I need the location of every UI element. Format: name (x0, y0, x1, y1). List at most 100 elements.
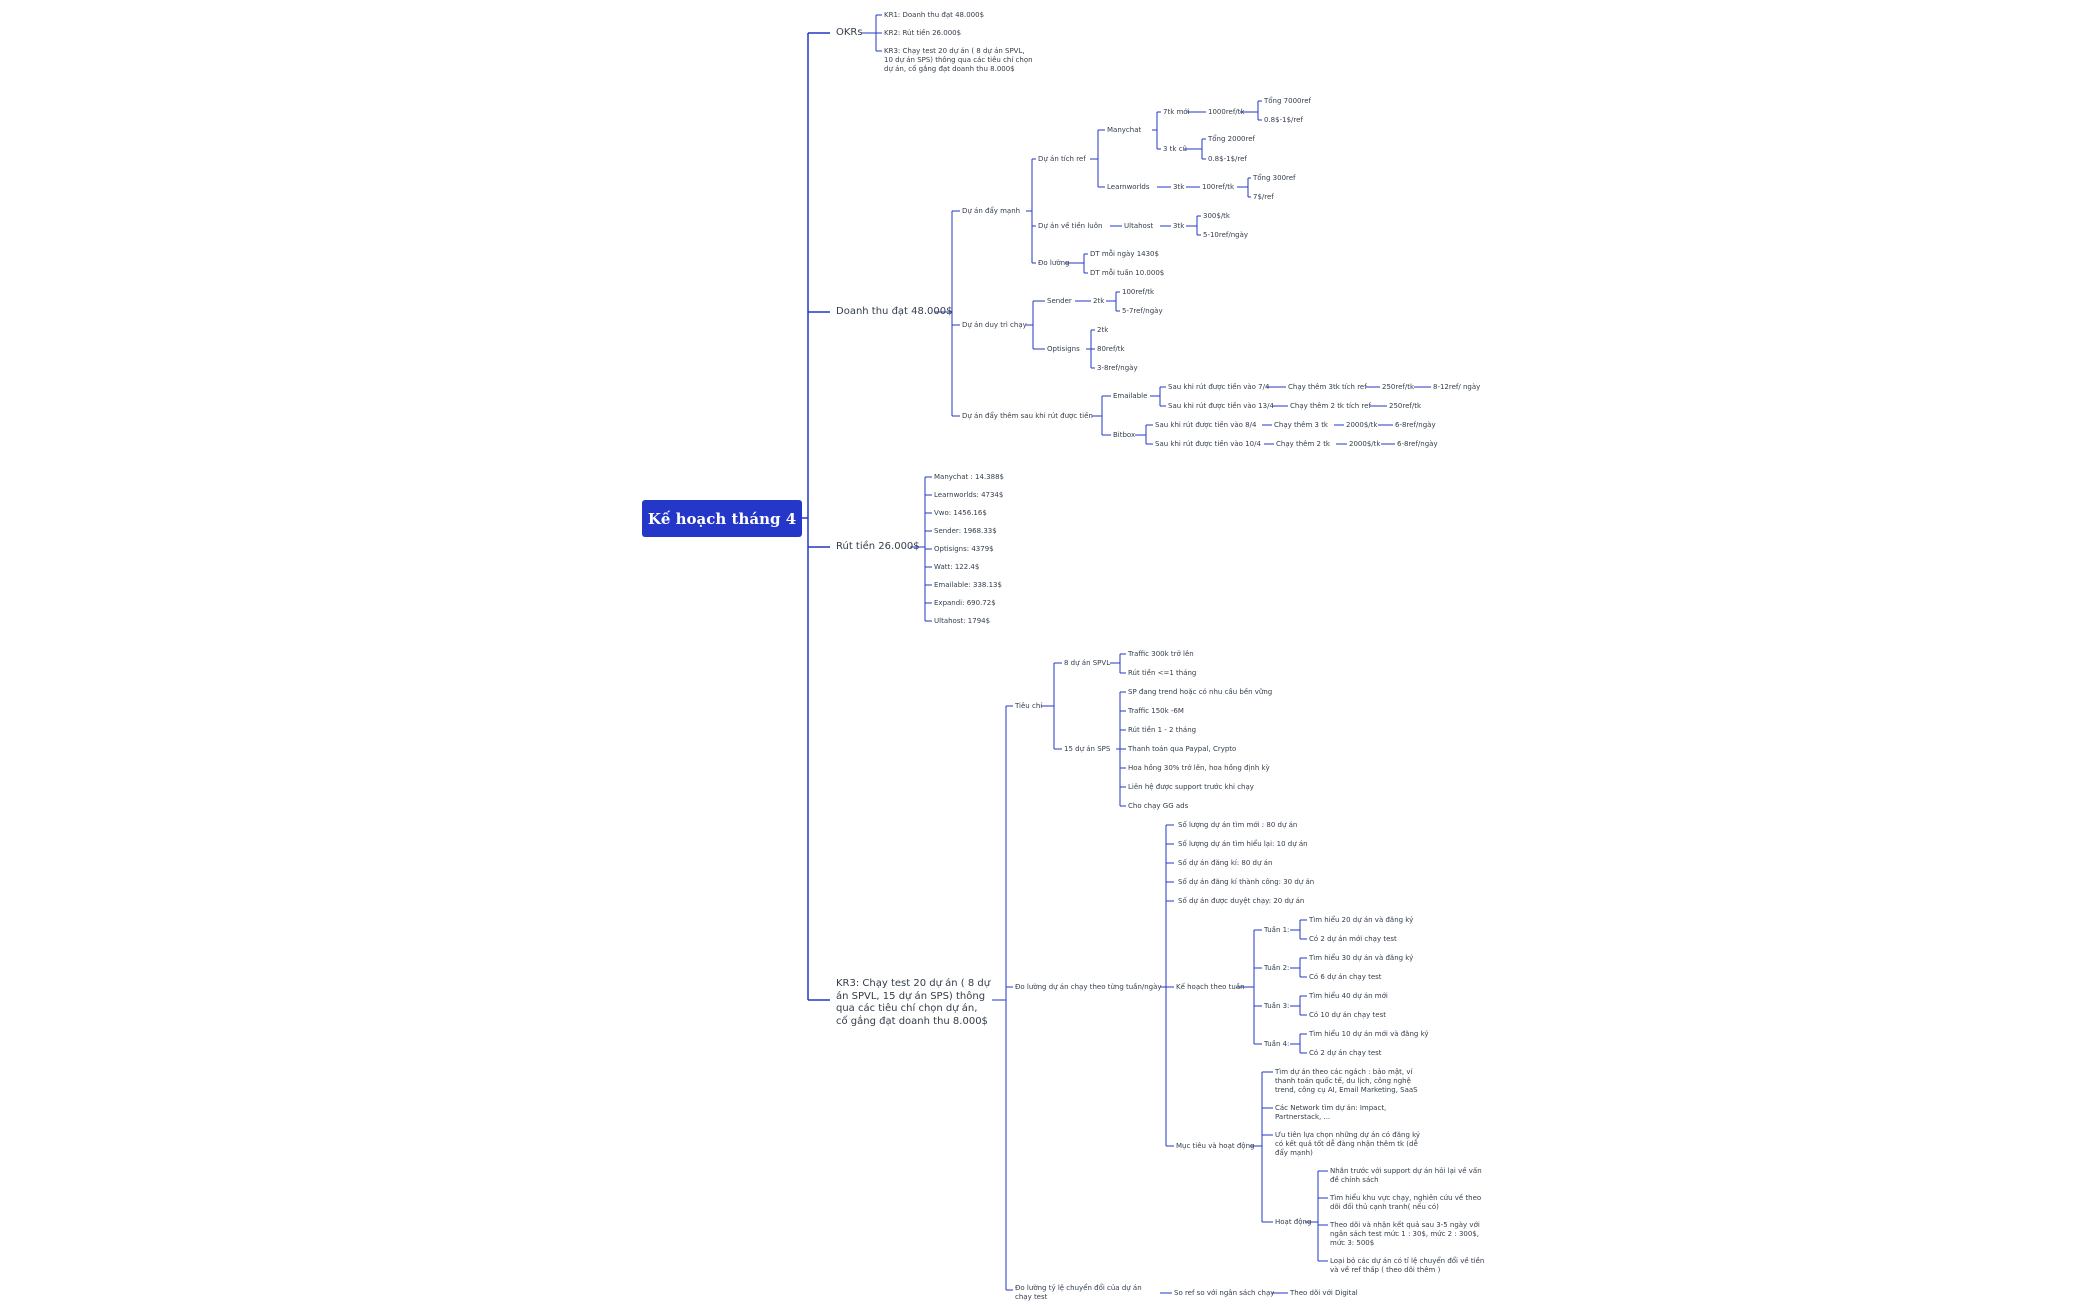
node-manychat-new[interactable]: 7tk mới (1163, 108, 1190, 116)
node-ultahost-tk[interactable]: 3tk (1173, 222, 1185, 230)
node-manychat-old[interactable]: 3 tk cũ (1163, 145, 1187, 153)
node-emailable-b[interactable]: Sau khi rút được tiền vào 13/4 (1168, 402, 1274, 410)
node-sps[interactable]: 15 dự án SPS (1064, 745, 1111, 753)
node-kr2[interactable]: KR2: Rút tiền 26.000$ (884, 29, 962, 37)
spvl-item[interactable]: Rút tiền <=1 tháng (1128, 669, 1197, 677)
node-manychat-old-total[interactable]: Tổng 2000ref (1208, 135, 1255, 143)
node-spvl[interactable]: 8 dự án SPVL (1064, 659, 1111, 667)
count-item[interactable]: Số dự án đăng kí thành công: 30 dự án (1178, 878, 1315, 886)
node-bitbox-a[interactable]: Sau khi rút được tiền vào 8/4 (1155, 421, 1257, 429)
withdraw-item[interactable]: Ultahost: 1794$ (934, 617, 991, 625)
node-emailable-a-ref[interactable]: 250ref/tk (1382, 383, 1415, 391)
node-recurring[interactable]: Dự án về tiền luôn (1038, 222, 1103, 230)
node-criteria[interactable]: Tiêu chí (1015, 702, 1043, 710)
spvl-item[interactable]: Traffic 300k trở lên (1128, 650, 1194, 658)
node-optisigns-ref[interactable]: 80ref/tk (1097, 345, 1125, 353)
node-emailable-a-per-day[interactable]: 8-12ref/ ngày (1433, 383, 1481, 391)
node-ultahost-per-tk[interactable]: 300$/tk (1203, 212, 1230, 220)
node-learnworlds-ref[interactable]: 100ref/tk (1202, 183, 1235, 191)
withdraw-item[interactable]: Learnworlds: 4734$ (934, 491, 1004, 499)
node-manychat-new-ref[interactable]: 1000ref/tk (1208, 108, 1245, 116)
node-bitbox[interactable]: Bitbox (1113, 431, 1136, 439)
node-strong[interactable]: Dự án đẩy mạnh (962, 207, 1021, 215)
node-bitbox-b-per-day[interactable]: 6-8ref/ngày (1397, 440, 1438, 448)
node-learnworlds-tk[interactable]: 3tk (1173, 183, 1185, 191)
node-optisigns-tk[interactable]: 2tk (1097, 326, 1109, 334)
node-kr3[interactable]: KR3: Chạy test 20 dự án ( 8 dự án SPVL, … (884, 47, 1033, 73)
withdraw-item[interactable]: Expandi: 690.72$ (934, 599, 996, 607)
node-maintain[interactable]: Dự án duy trì chạy (962, 321, 1027, 329)
node-emailable-a-action[interactable]: Chạy thêm 3tk tích ref (1288, 383, 1367, 391)
week-item[interactable]: Có 2 dự án mới chạy test (1309, 935, 1397, 943)
goal-item[interactable]: Ưu tiên lựa chọn những dự án có đăng ký … (1275, 1131, 1421, 1157)
node-emailable[interactable]: Emailable (1113, 392, 1148, 400)
sps-item[interactable]: Hoa hồng 30% trở lên, hoa hồng định kỳ (1128, 764, 1270, 772)
count-item[interactable]: Số lượng dự án tìm mới : 80 dự án (1178, 821, 1298, 829)
node-okrs[interactable]: OKRs (836, 27, 863, 38)
node-learnworlds-price[interactable]: 7$/ref (1253, 193, 1274, 201)
withdraw-item[interactable]: Manychat : 14.388$ (934, 473, 1004, 481)
goal-item[interactable]: Các Network tìm dự án: Impact, Partnerst… (1275, 1104, 1387, 1121)
count-item[interactable]: Số dự án đăng kí: 80 dự án (1178, 859, 1273, 867)
node-kr3-main[interactable]: KR3: Chạy test 20 dự án ( 8 dự án SPVL, … (836, 978, 991, 1027)
week-label[interactable]: Tuần 2: (1264, 964, 1290, 972)
node-ref[interactable]: Dự án tích ref (1038, 155, 1086, 163)
activity-item[interactable]: Loại bỏ các dự án có tỉ lệ chuyển đổi về… (1330, 1257, 1485, 1274)
node-manychat-new-price[interactable]: 0.8$-1$/ref (1264, 116, 1303, 124)
week-item[interactable]: Tìm hiểu 40 dự án mới (1309, 992, 1388, 1000)
node-sender[interactable]: Sender (1047, 297, 1072, 305)
week-label[interactable]: Tuần 1: (1264, 926, 1290, 934)
withdraw-item[interactable]: Emailable: 338.13$ (934, 581, 1002, 589)
week-item[interactable]: Có 10 dự án chạy test (1309, 1011, 1386, 1019)
node-manychat-new-total[interactable]: Tổng 7000ref (1264, 97, 1311, 105)
node-manychat[interactable]: Manychat (1107, 126, 1142, 134)
node-optisigns-per-day[interactable]: 3-8ref/ngày (1097, 364, 1138, 372)
node-conversion-digital[interactable]: Theo dõi với Digital (1290, 1289, 1358, 1297)
node-emailable-a[interactable]: Sau khi rút được tiền vào 7/4 (1168, 383, 1270, 391)
withdraw-item[interactable]: Watt: 122.4$ (934, 563, 980, 571)
activity-item[interactable]: Nhắn trước với support dự án hỏi lại về … (1330, 1167, 1482, 1184)
node-goals[interactable]: Mục tiêu và hoạt động (1176, 1142, 1255, 1150)
goal-item[interactable]: Tìm dự án theo các ngách : bảo mật, ví t… (1275, 1068, 1418, 1094)
node-withdraw[interactable]: Rút tiền 26.000$ (836, 541, 920, 552)
node-emailable-b-ref[interactable]: 250ref/tk (1389, 402, 1422, 410)
node-ultahost[interactable]: Ultahost (1124, 222, 1154, 230)
withdraw-item[interactable]: Sender: 1968.33$ (934, 527, 997, 535)
node-ultahost-per-day[interactable]: 5-10ref/ngày (1203, 231, 1249, 239)
node-weekly-plan[interactable]: Kế hoạch theo tuần (1176, 983, 1245, 991)
node-conversion-compare[interactable]: So ref so với ngân sách chạy (1174, 1289, 1275, 1297)
sps-item[interactable]: Thanh toán qua Paypal, Crypto (1128, 745, 1237, 753)
node-kr1[interactable]: KR1: Doanh thu đạt 48.000$ (884, 11, 985, 19)
week-label[interactable]: Tuần 3: (1264, 1002, 1290, 1010)
node-bitbox-a-action[interactable]: Chạy thêm 3 tk (1274, 421, 1328, 429)
node-revenue[interactable]: Doanh thu đạt 48.000$ (836, 306, 953, 317)
sps-item[interactable]: Rút tiền 1 - 2 tháng (1128, 726, 1197, 734)
node-emailable-b-action[interactable]: Chạy thêm 2 tk tích ref (1290, 402, 1371, 410)
node-measure-weekly[interactable]: Đo lường dự án chạy theo từng tuần/ngày (1015, 983, 1162, 991)
node-learnworlds-total[interactable]: Tổng 300ref (1253, 174, 1296, 182)
node-sender-tk[interactable]: 2tk (1093, 297, 1105, 305)
activity-item[interactable]: Theo dõi và nhận kết quả sau 3-5 ngày vớ… (1330, 1221, 1480, 1247)
sps-item[interactable]: Cho chạy GG ads (1128, 802, 1189, 810)
node-optisigns[interactable]: Optisigns (1047, 345, 1080, 353)
node-measure-day[interactable]: DT mỗi ngày 1430$ (1090, 250, 1159, 258)
node-bitbox-b-action[interactable]: Chạy thêm 2 tk (1276, 440, 1330, 448)
sps-item[interactable]: SP đang trend hoặc có nhu cầu bền vững (1128, 688, 1273, 696)
node-bitbox-a-money[interactable]: 2000$/tk (1346, 421, 1378, 429)
node-conversion[interactable]: Đo lường tỷ lệ chuyển đổi của dự án chạy… (1015, 1284, 1142, 1301)
node-bitbox-b-money[interactable]: 2000$/tk (1349, 440, 1381, 448)
week-item[interactable]: Tìm hiểu 10 dự án mới và đăng ký (1309, 1030, 1429, 1038)
node-activity[interactable]: Hoạt động (1275, 1218, 1312, 1226)
node-push[interactable]: Dự án đẩy thêm sau khi rút được tiền (962, 412, 1093, 420)
sps-item[interactable]: Liên hệ được support trước khi chạy (1128, 783, 1254, 791)
week-label[interactable]: Tuần 4: (1264, 1040, 1290, 1048)
week-item[interactable]: Có 2 dự án chạy test (1309, 1049, 1382, 1057)
week-item[interactable]: Tìm hiểu 20 dự án và đăng ký (1309, 916, 1414, 924)
node-sender-ref[interactable]: 100ref/tk (1122, 288, 1155, 296)
node-learnworlds[interactable]: Learnworlds (1107, 183, 1150, 191)
node-manychat-old-price[interactable]: 0.8$-1$/ref (1208, 155, 1247, 163)
root-node[interactable]: Kế hoạch tháng 4 (642, 500, 802, 537)
count-item[interactable]: Số lượng dự án tìm hiểu lại: 10 dự án (1178, 840, 1308, 848)
sps-item[interactable]: Traffic 150k -6M (1128, 707, 1184, 715)
node-measure[interactable]: Đo lường (1038, 259, 1070, 267)
